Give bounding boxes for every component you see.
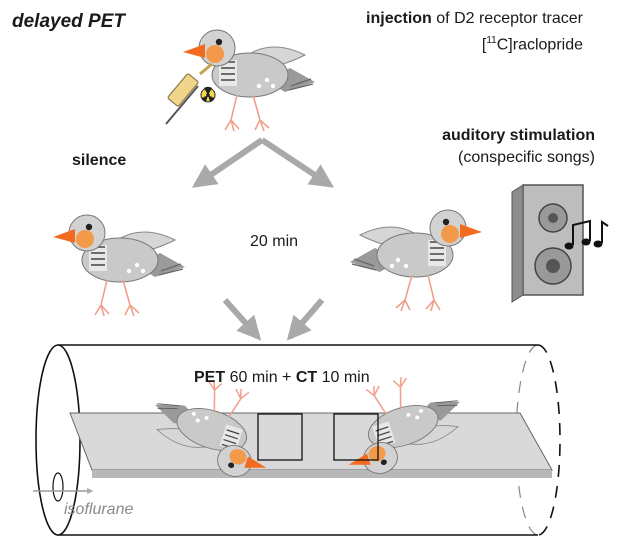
branch-arrows — [192, 137, 335, 188]
ct-duration: 10 min — [317, 369, 370, 386]
injection-label-bold: injection — [366, 10, 432, 27]
injection-label: injection of D2 receptor tracer — [366, 9, 583, 28]
speaker-icon — [511, 184, 584, 303]
pet-duration: 60 min + — [225, 369, 296, 386]
silence-bird — [52, 214, 186, 317]
injection-label-rest: of D2 receptor tracer — [431, 10, 583, 27]
injected-bird — [182, 29, 316, 132]
head-holder-right — [333, 413, 379, 461]
pet-label: PET — [194, 369, 226, 386]
isoflurane-label: isoflurane — [64, 501, 134, 518]
tracer-name: C]raclopride — [496, 36, 583, 54]
scan-protocol-label: PET 60 min + CT 10 min — [194, 368, 370, 387]
wait-duration-label: 20 min — [250, 233, 299, 250]
stimulated-bird — [349, 209, 483, 312]
tracer-isotope-superscript: 11 — [486, 35, 497, 46]
auditory-stimulation-label: auditory stimulation — [442, 127, 595, 144]
converge-arrows — [222, 298, 325, 341]
syringe-icon — [165, 62, 216, 125]
head-holder-left — [257, 413, 303, 461]
ct-label: CT — [295, 369, 318, 386]
scanned-birds — [140, 361, 475, 487]
tracer-label: [11C]raclopride — [481, 35, 583, 54]
silence-label: silence — [72, 152, 127, 169]
music-notes-icon — [564, 219, 609, 250]
diagram-title: delayed PET — [12, 11, 125, 32]
auditory-stimulation-detail: (conspecific songs) — [458, 149, 595, 166]
